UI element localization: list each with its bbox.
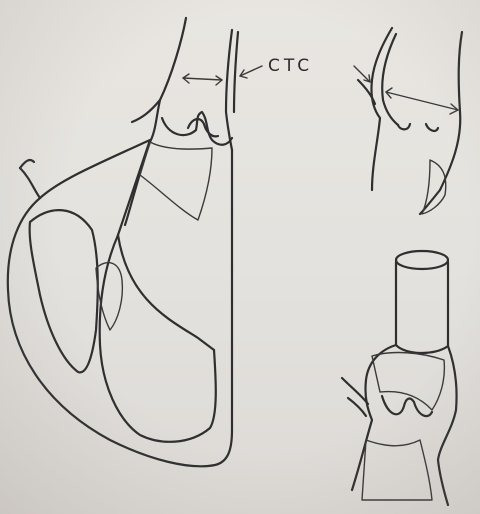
ventricle-chamber bbox=[30, 210, 98, 372]
ctc-label: CTC bbox=[268, 56, 313, 76]
graft-opening bbox=[396, 251, 448, 269]
graft-detail bbox=[342, 251, 457, 505]
left-ventricle-wall bbox=[40, 140, 216, 442]
aortic-sinus bbox=[162, 112, 232, 145]
graft-branch-lower bbox=[348, 398, 366, 416]
aorta-left-wall-lower bbox=[125, 100, 160, 225]
root-left-inner bbox=[382, 34, 398, 125]
graft-lower-shading bbox=[362, 440, 432, 500]
graft-root-right bbox=[438, 346, 457, 505]
aortic-root-detail bbox=[354, 28, 462, 214]
graft-tube bbox=[396, 262, 448, 353]
septum bbox=[118, 235, 214, 350]
heart-drawing bbox=[8, 18, 262, 466]
graft-cusps bbox=[382, 396, 432, 416]
aorta-right-outer bbox=[234, 32, 238, 112]
ctc-pointer-right bbox=[354, 66, 370, 82]
graft-branch bbox=[342, 378, 368, 404]
ctc-arrow-right bbox=[386, 88, 458, 114]
mitral-leaflet bbox=[20, 160, 34, 168]
ctc-arrow-left bbox=[183, 74, 222, 85]
outflow-tract bbox=[140, 142, 212, 220]
aorta-right-wall bbox=[226, 30, 232, 150]
root-cusps bbox=[398, 124, 438, 131]
